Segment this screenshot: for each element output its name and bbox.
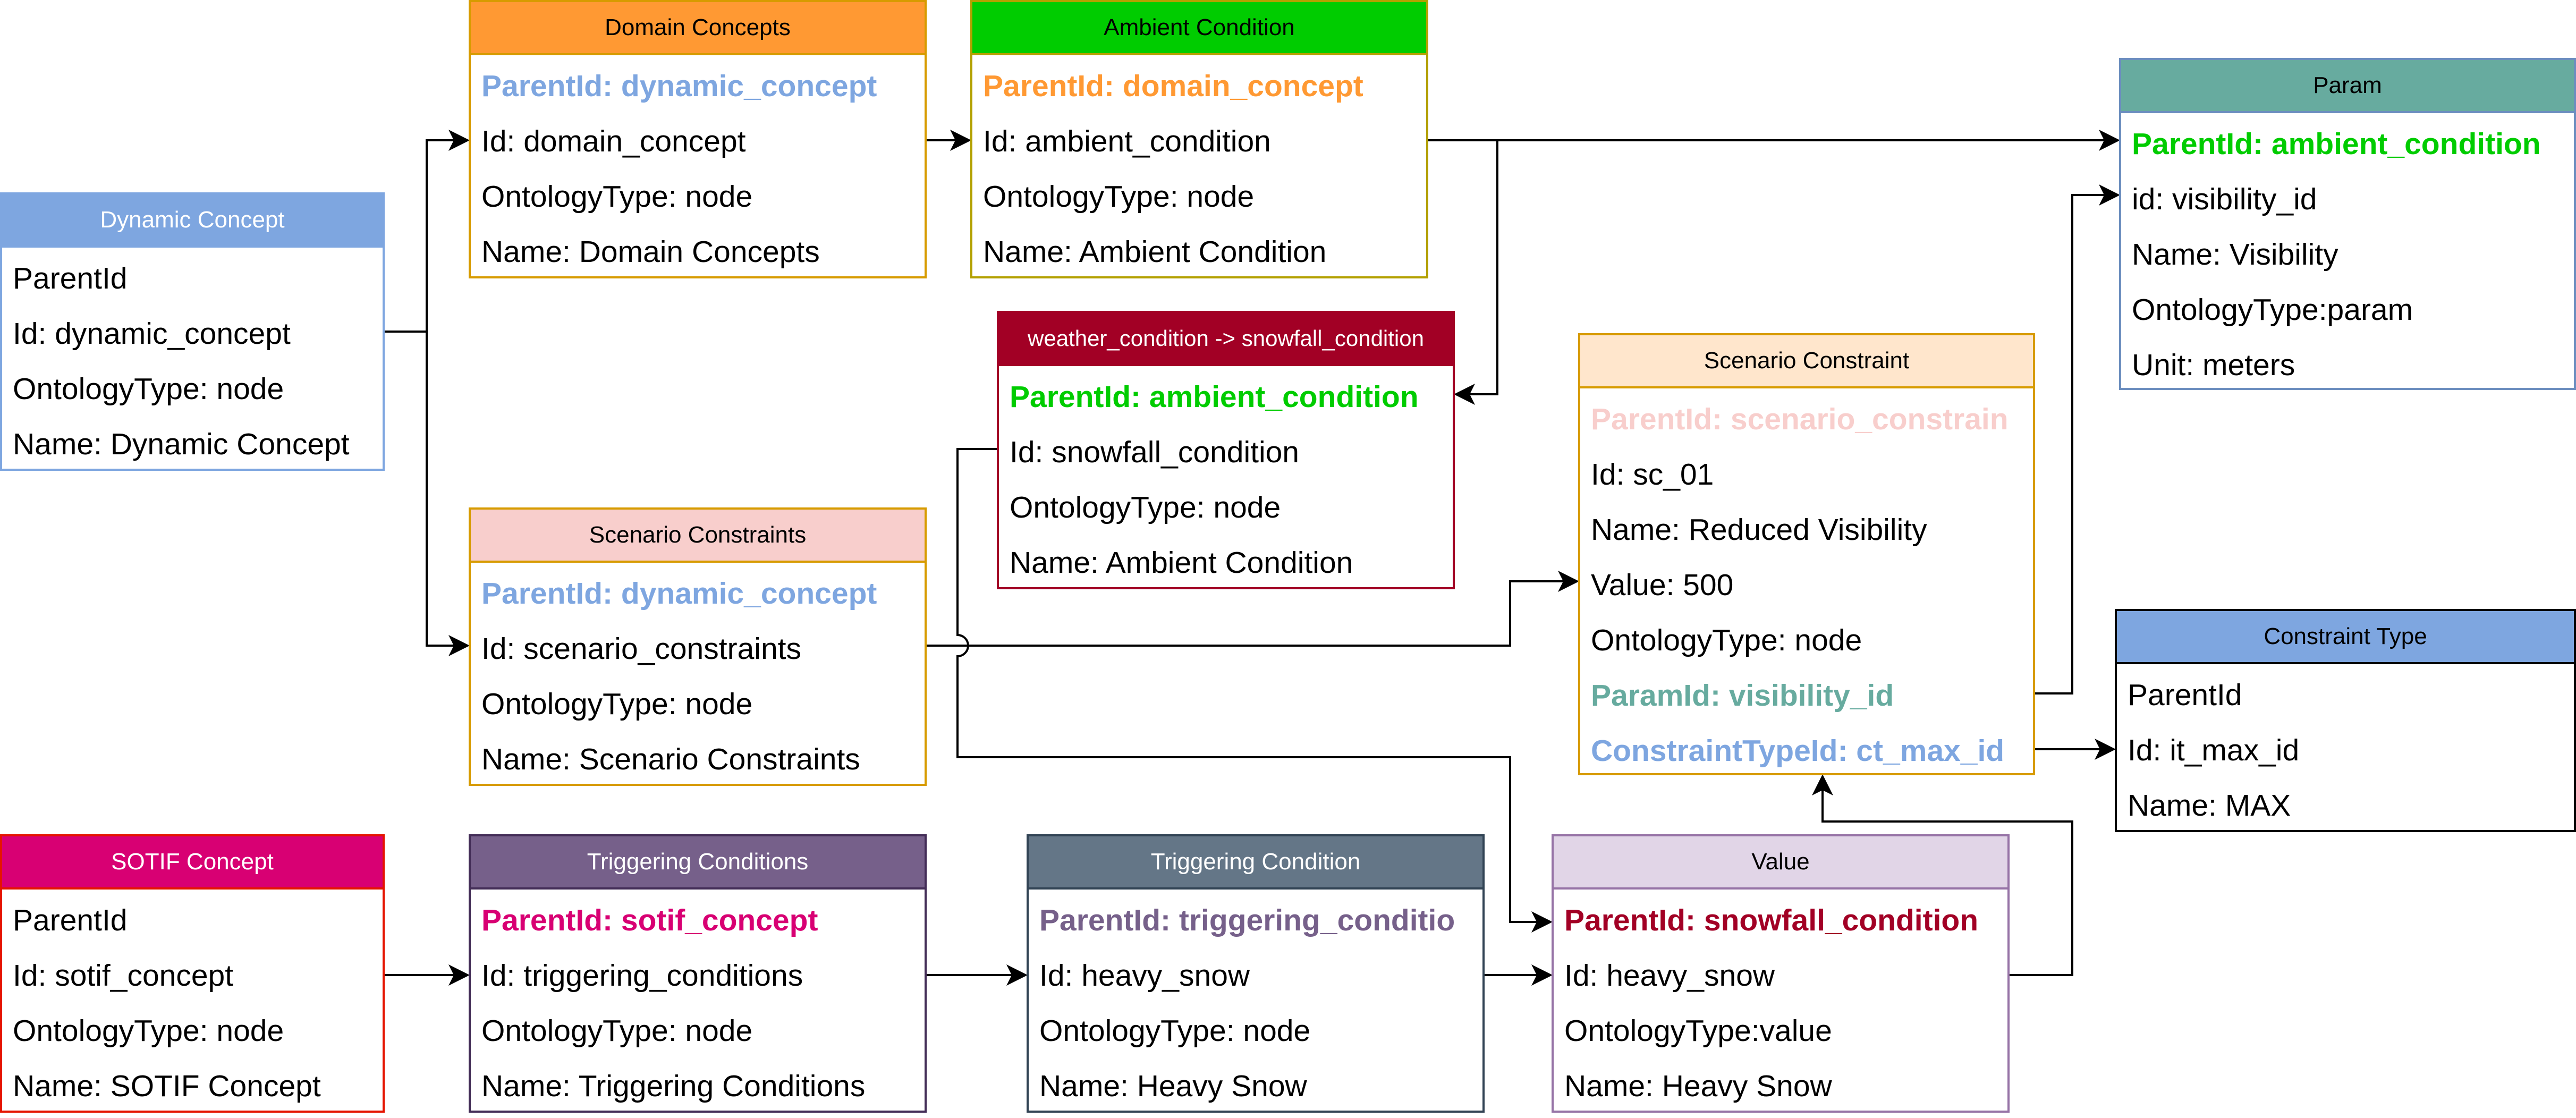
entity-domain-concepts[interactable]: Domain Concepts ParentId: dynamic_concep… (469, 0, 927, 278)
entity-field: Id: it_max_id (2128, 733, 2300, 767)
entity-field: OntologyType: node (13, 372, 284, 406)
edge-snowfall-to-value (956, 448, 1553, 933)
entity-field: Name: Reduced Visibility (1591, 513, 1927, 547)
entity-field: Id: sc_01 (1591, 458, 1714, 492)
entity-field: OntologyType:param (2132, 293, 2413, 327)
entity-header: Scenario Constraints (471, 510, 925, 563)
edge-value-to-constraint (1812, 774, 2073, 976)
entity-triggering-condition[interactable]: Triggering Condition ParentId: triggerin… (1027, 834, 1485, 1113)
entity-field: ParentId (13, 261, 128, 295)
entity-field: Name: Ambient Condition (983, 235, 1327, 269)
entity-scenario-constraints[interactable]: Scenario Constraints ParentId: dynamic_c… (469, 507, 927, 786)
entity-header: Triggering Conditions (471, 836, 925, 890)
entity-field: ParentId (13, 903, 128, 937)
entity-field: Id: scenario_constraints (481, 632, 801, 666)
entity-field: Name: Dynamic Concept (13, 427, 350, 461)
entity-field: OntologyType: node (13, 1014, 284, 1048)
entity-field: ParentId: ambient_condition (2132, 127, 2541, 161)
entity-field: ParentId: scenario_constrain (1591, 402, 2009, 436)
entity-field: id: visibility_id (2132, 182, 2317, 216)
edge-dynamic-to-scenario-constraints (426, 332, 470, 656)
entity-header: Param (2121, 60, 2574, 113)
entity-field: Name: Domain Concepts (481, 235, 820, 269)
entity-field: Unit: meters (2132, 348, 2295, 382)
entity-field: Name: Visibility (2132, 238, 2338, 272)
entity-field: Id: dynamic_concept (13, 317, 291, 351)
entity-field: ParentId: sotif_concept (481, 903, 818, 937)
entity-field: ParentId: dynamic_concept (481, 577, 877, 611)
entity-param[interactable]: Param ParentId: ambient_condition id: vis… (2119, 58, 2576, 390)
entity-field: ParentId: ambient_condition (1010, 380, 1419, 414)
entity-field: ParentId: snowfall_condition (1564, 903, 1979, 937)
entity-field: Id: snowfall_condition (1010, 435, 1300, 469)
entity-field: OntologyType: node (481, 180, 753, 214)
entity-header: Value (1554, 836, 2007, 890)
entity-field: Id: sotif_concept (13, 959, 234, 993)
entity-field: Name: Scenario Constraints (481, 742, 860, 776)
entity-field: ParentId: triggering_conditio (1039, 903, 1455, 937)
entity-field: Name: Ambient Condition (1010, 546, 1353, 580)
entity-ambient-condition[interactable]: Ambient Condition ParentId: domain_conce… (970, 0, 1428, 278)
entity-field: Name: MAX (2128, 789, 2291, 823)
entity-field: ParentId: dynamic_concept (481, 69, 877, 103)
edge-constraint-to-param (2035, 184, 2120, 694)
entity-field: Id: domain_concept (481, 124, 746, 158)
entity-header: weather_condition -> snowfall_condition (999, 313, 1453, 366)
entity-header: Domain Concepts (471, 2, 925, 55)
entity-field: Name: SOTIF Concept (13, 1069, 321, 1103)
entity-body: ParentId: ambient_condition id: visibilit… (2121, 113, 2574, 393)
edge-ambient-to-snowfall (1428, 139, 1498, 405)
entity-field: ParentId: domain_concept (983, 69, 1363, 103)
entity-field: Name: Triggering Conditions (481, 1069, 866, 1103)
entity-field: ConstraintTypeId: ct_max_id (1591, 734, 2005, 768)
edge-scenario-constraints-to-constraint (927, 571, 1579, 647)
entity-field: OntologyType: node (1039, 1014, 1311, 1048)
edge-dynamic-to-domain (385, 130, 470, 333)
entity-field: ParamId: visibility_id (1591, 679, 1894, 713)
entity-field: Id: triggering_conditions (481, 959, 803, 993)
entity-triggering-conditions[interactable]: Triggering Conditions ParentId: sotif_co… (469, 834, 927, 1113)
entity-field: OntologyType:value (1564, 1014, 1832, 1048)
entity-field: Value: 500 (1591, 568, 1734, 602)
entity-field: OntologyType: node (481, 687, 753, 721)
entity-field: OntologyType: node (481, 1014, 753, 1048)
entity-field: Name: Heavy Snow (1039, 1069, 1307, 1103)
entity-header: Dynamic Concept (2, 194, 383, 248)
entity-field: OntologyType: node (1591, 623, 1862, 657)
entity-header: SOTIF Concept (2, 836, 383, 890)
entity-field: Id: ambient_condition (983, 124, 1271, 158)
entity-field: Name: Heavy Snow (1564, 1069, 1832, 1103)
entity-field: ParentId (2128, 678, 2242, 712)
entity-header: Triggering Condition (1029, 836, 1482, 890)
entity-header: Ambient Condition (972, 2, 1426, 55)
entity-snowfall-condition[interactable]: weather_condition -> snowfall_condition … (997, 311, 1455, 589)
entity-field: OntologyType: node (1010, 490, 1281, 524)
entity-field: Id: heavy_snow (1039, 959, 1250, 993)
entity-header: Scenario Constraint (1580, 335, 2033, 388)
entity-scenario-constraint[interactable]: Scenario Constraint ParentId: scenario_c… (1578, 333, 2035, 775)
entity-header: Constraint Type (2117, 611, 2574, 664)
entity-field: Id: heavy_snow (1564, 959, 1775, 993)
entity-field: OntologyType: node (983, 180, 1255, 214)
